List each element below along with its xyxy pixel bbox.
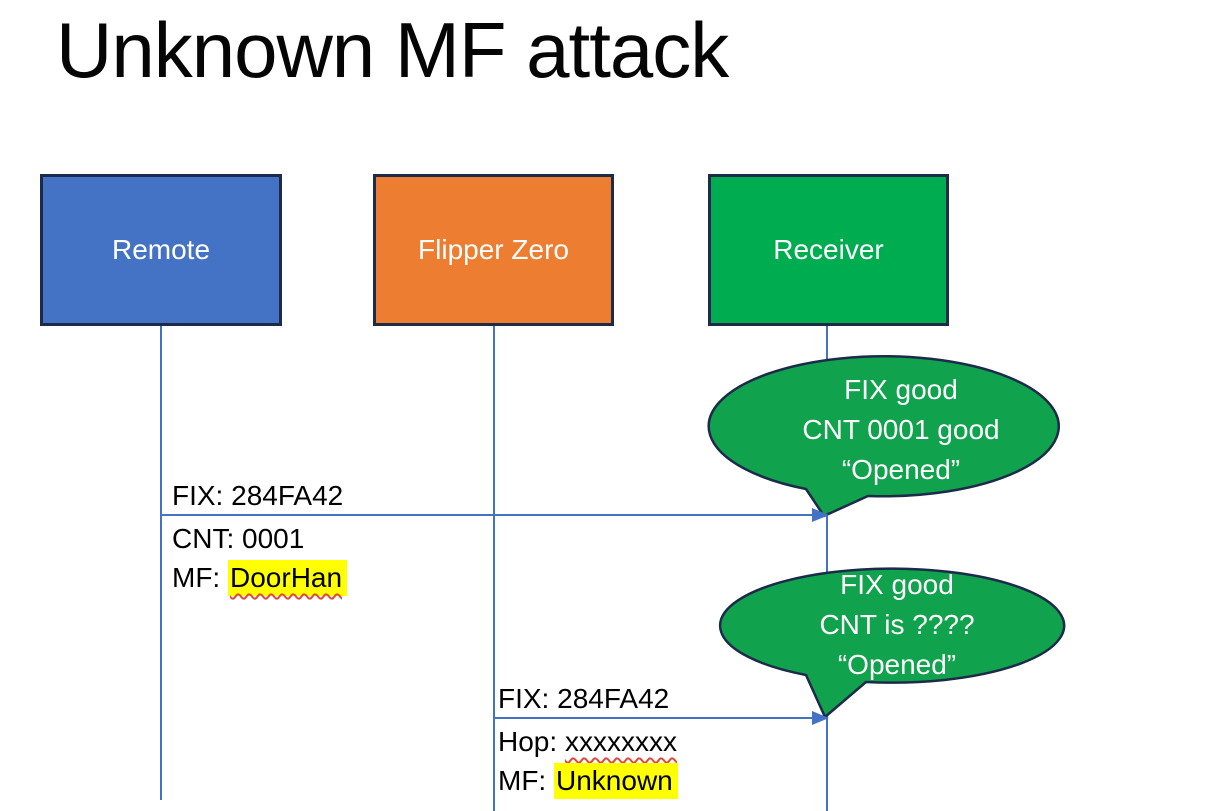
- message-2-mf-value-highlighted: Unknown: [554, 763, 678, 799]
- callout-1-text: FIX good CNT 0001 good “Opened”: [725, 359, 1077, 500]
- message-2-arrowhead-icon: [812, 711, 829, 725]
- callout-2-line-1: FIX good: [840, 569, 954, 600]
- message-1-cnt-value: 0001: [242, 523, 305, 554]
- slide-title: Unknown MF attack: [56, 6, 729, 94]
- actor-box-receiver: Receiver: [708, 174, 949, 326]
- actor-label-flipper-zero: Flipper Zero: [418, 234, 569, 265]
- message-1-cnt-prefix: CNT:: [172, 523, 242, 554]
- message-1-label-above: FIX: 284FA42: [172, 480, 344, 511]
- actor-box-flipper-zero: Flipper Zero: [373, 174, 614, 326]
- callout-bubble-1: [707, 355, 1060, 518]
- callout-bubble-2: [718, 567, 1066, 719]
- message-2-hop-value-squiggled: xxxxxxxx: [564, 726, 677, 757]
- message-2-hop-line: Hop: xxxxxxxx: [498, 722, 678, 761]
- callout-1-line-3: “Opened”: [841, 453, 961, 485]
- callout-1-line-1: FIX good: [844, 373, 958, 405]
- actor-box-remote: Remote: [40, 174, 282, 326]
- callout-2-line-3: “Opened”: [837, 649, 957, 680]
- message-2-labels-below: Hop: xxxxxxxx MF: Unknown: [498, 722, 678, 800]
- actor-label-receiver: Receiver: [773, 234, 884, 265]
- callout-2-text: FIX good CNT is ???? “Opened”: [724, 565, 1070, 685]
- callout-1-line-2: CNT 0001 good: [802, 413, 1000, 445]
- message-2-mf-prefix: MF:: [498, 765, 554, 796]
- message-1-arrowhead-icon: [812, 508, 829, 522]
- message-2-mf-line: MF: Unknown: [498, 761, 678, 800]
- actor-label-remote: Remote: [111, 234, 211, 265]
- message-2-label-above: FIX: 284FA42: [498, 683, 670, 714]
- message-1-labels-below: CNT: 0001 MF: DoorHan: [172, 519, 348, 597]
- message-1-mf-line: MF: DoorHan: [172, 558, 348, 597]
- callout-2-line-2: CNT is ????: [819, 609, 975, 640]
- message-1-cnt-line: CNT: 0001: [172, 519, 347, 558]
- message-1-mf-value-highlighted: DoorHan: [228, 560, 348, 596]
- message-1-mf-prefix: MF:: [172, 562, 228, 593]
- message-2-hop-prefix: Hop:: [498, 726, 565, 757]
